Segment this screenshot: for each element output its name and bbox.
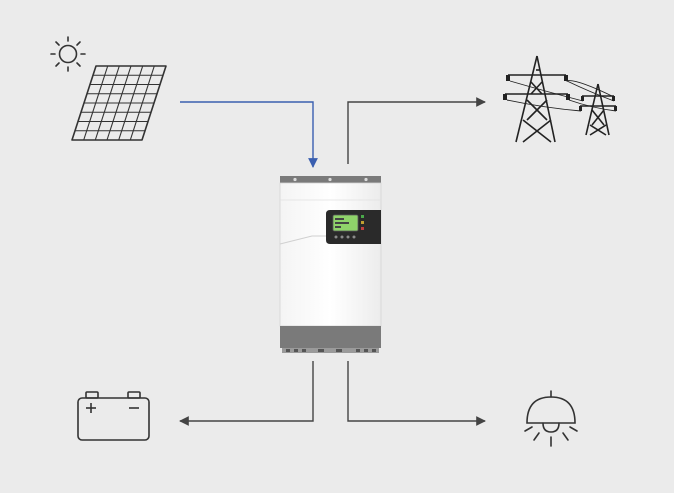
solar-to-inverter-flow <box>180 101 318 168</box>
power-pylon-icon <box>503 55 617 143</box>
hybrid-inverter-icon <box>279 176 382 353</box>
inverter-to-grid-flow <box>347 97 486 164</box>
sun-icon <box>50 36 86 72</box>
battery-icon <box>77 391 150 441</box>
inverter-to-load-flow <box>347 361 486 426</box>
solar-panel-icon <box>71 65 167 141</box>
ceiling-lamp-icon <box>524 390 578 447</box>
inverter-to-battery-flow <box>179 361 314 426</box>
